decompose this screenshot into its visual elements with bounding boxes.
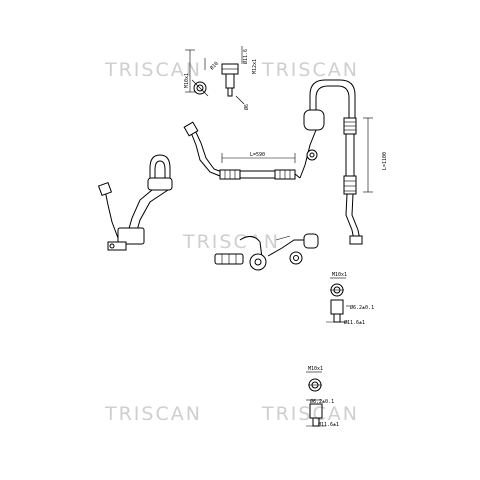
left-hose-nut	[97, 181, 113, 197]
top-dim-d6: Ø6	[243, 104, 250, 110]
left-hose-crimp	[147, 177, 173, 191]
mid-dim-d6: Ø6.2±0.1	[350, 304, 374, 311]
top-dim-m10: M10x1	[184, 73, 190, 88]
bot-dim-d6: Ø6.2±0.1	[310, 398, 334, 405]
watermark-top-left: TRISCAN	[104, 59, 202, 81]
dim-length-middle: L=590	[250, 152, 265, 158]
middle-hose-nut	[183, 121, 199, 137]
center-hose-clip	[289, 251, 303, 265]
right-hose-fitting	[303, 109, 325, 131]
top-dim-d11: Ø11.6	[242, 49, 249, 64]
top-fitting-circle-inner	[196, 84, 204, 92]
center-hose-banjo	[249, 253, 267, 271]
watermark-bottom-right: TRISCAN	[261, 403, 359, 425]
top-fitting-circle-outer	[193, 81, 207, 95]
watermark-top-right: TRISCAN	[261, 59, 359, 81]
right-hose-assembly: L=1100	[299, 79, 388, 245]
left-hose-assembly	[97, 154, 173, 251]
middle-hose-assembly: L=590	[183, 121, 301, 180]
right-hose-banjo	[306, 149, 318, 161]
mid-dim-d11: Ø11.6±1	[344, 319, 365, 326]
bot-dim-d11: Ø11.6±1	[318, 421, 339, 428]
mid-fitting-body	[330, 299, 344, 315]
right-hose-crimp-lower	[343, 175, 357, 195]
left-hose-fitting	[117, 227, 145, 245]
bot-dim-m10: M10x1	[308, 366, 323, 372]
mid-dim-m10: M10x1	[332, 272, 347, 278]
left-hose-end	[107, 241, 127, 251]
watermark-bottom-left: TRISCAN	[104, 403, 202, 425]
watermark-center: TRISCAN	[182, 231, 280, 253]
center-hose-assembly	[214, 233, 319, 271]
center-hose-end-fitting	[303, 233, 319, 249]
top-fitting-detail: M10x1 Ø10 Ø11.6 Ø6 M12x1	[184, 46, 258, 110]
top-dim-d10: Ø10	[208, 60, 219, 71]
dim-length-right: L=1100	[382, 152, 388, 170]
mid-fitting-detail: M10x1 Ø6.2±0.1 Ø11.6±1	[326, 272, 374, 326]
bottom-fitting-detail: M10x1 Ø6.2±0.1 Ø11.6±1	[306, 366, 339, 428]
center-hose-pipe	[239, 236, 263, 259]
top-dim-m12: M12x1	[252, 59, 258, 74]
right-hose-end-fitting	[349, 235, 363, 245]
